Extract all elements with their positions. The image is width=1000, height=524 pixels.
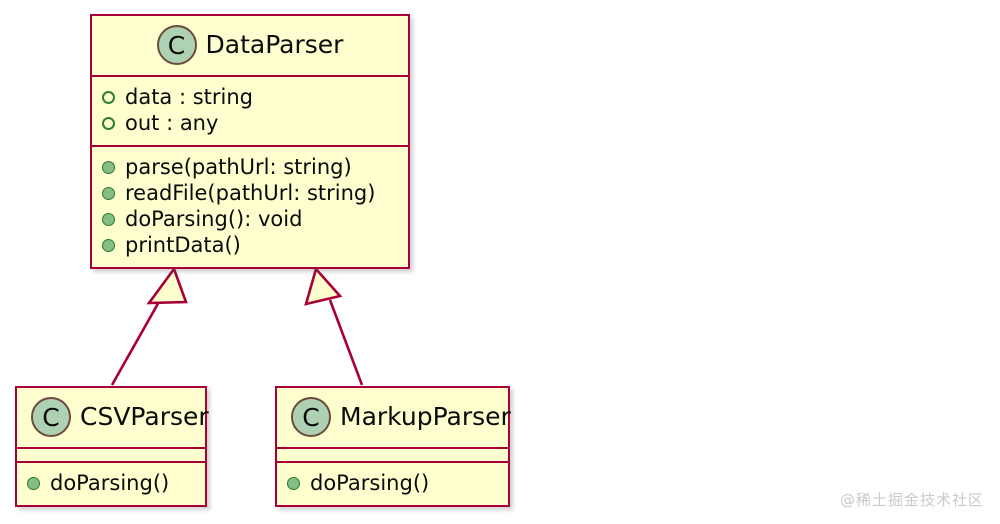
class-name-csvparser: CSVParser xyxy=(80,401,209,431)
class-name-markupparser: MarkupParser xyxy=(340,401,511,431)
method-row: parse(pathUrl: string) xyxy=(102,154,398,180)
class-stereotype-icon: C xyxy=(156,25,197,65)
class-stereotype-icon: C xyxy=(31,397,71,437)
class-box-csvparser[interactable]: C CSVParser doParsing() xyxy=(15,386,209,507)
method-label: readFile(pathUrl: string) xyxy=(125,180,376,205)
methods-compartment-csvparser: doParsing() xyxy=(17,461,205,505)
visibility-public-icon xyxy=(102,160,115,174)
visibility-protected-icon xyxy=(102,90,115,104)
method-row: printData() xyxy=(102,232,398,258)
method-label: printData() xyxy=(125,232,241,257)
attribute-row: out : any xyxy=(102,110,398,136)
generalization-line xyxy=(110,299,162,386)
attribute-label: data : string xyxy=(125,84,254,109)
method-label: doParsing() xyxy=(50,470,170,495)
attribute-row: data : string xyxy=(102,84,398,110)
hollow-triangle-arrowhead-icon xyxy=(146,266,188,305)
method-label: doParsing(): void xyxy=(125,206,303,231)
visibility-public-icon xyxy=(287,476,300,490)
class-box-dataparser[interactable]: C DataParser data : string out : any par… xyxy=(90,14,410,269)
class-stereotype-icon: C xyxy=(291,397,331,437)
class-header-markupparser: C MarkupParser xyxy=(277,388,511,447)
generalization-line xyxy=(328,299,364,386)
method-row: doParsing(): void xyxy=(102,206,398,232)
method-row: doParsing() xyxy=(27,470,195,496)
visibility-public-icon xyxy=(102,186,115,200)
watermark-text: @稀土掘金技术社区 xyxy=(839,491,984,509)
class-header-csvparser: C CSVParser xyxy=(17,388,209,447)
visibility-public-icon xyxy=(102,238,115,252)
method-row: doParsing() xyxy=(287,470,498,496)
method-row: readFile(pathUrl: string) xyxy=(102,180,398,206)
generalization-csvparser-to-dataparser xyxy=(110,266,188,386)
method-label: doParsing() xyxy=(310,470,430,495)
methods-compartment-markupparser: doParsing() xyxy=(277,461,508,505)
visibility-public-icon xyxy=(102,212,115,226)
generalization-markupparser-to-dataparser xyxy=(304,266,364,386)
visibility-public-icon xyxy=(27,476,40,490)
hollow-triangle-arrowhead-icon xyxy=(304,266,343,306)
attribute-label: out : any xyxy=(125,110,219,135)
class-box-markupparser[interactable]: C MarkupParser doParsing() xyxy=(275,386,511,507)
class-name-dataparser: DataParser xyxy=(205,29,344,59)
visibility-protected-icon xyxy=(102,116,115,130)
attributes-compartment-dataparser: data : string out : any xyxy=(92,75,408,145)
class-header-dataparser: C DataParser xyxy=(92,16,408,75)
attributes-compartment-csvparser xyxy=(17,447,205,461)
attributes-compartment-markupparser xyxy=(277,447,508,461)
methods-compartment-dataparser: parse(pathUrl: string) readFile(pathUrl:… xyxy=(92,145,408,267)
method-label: parse(pathUrl: string) xyxy=(125,154,352,179)
